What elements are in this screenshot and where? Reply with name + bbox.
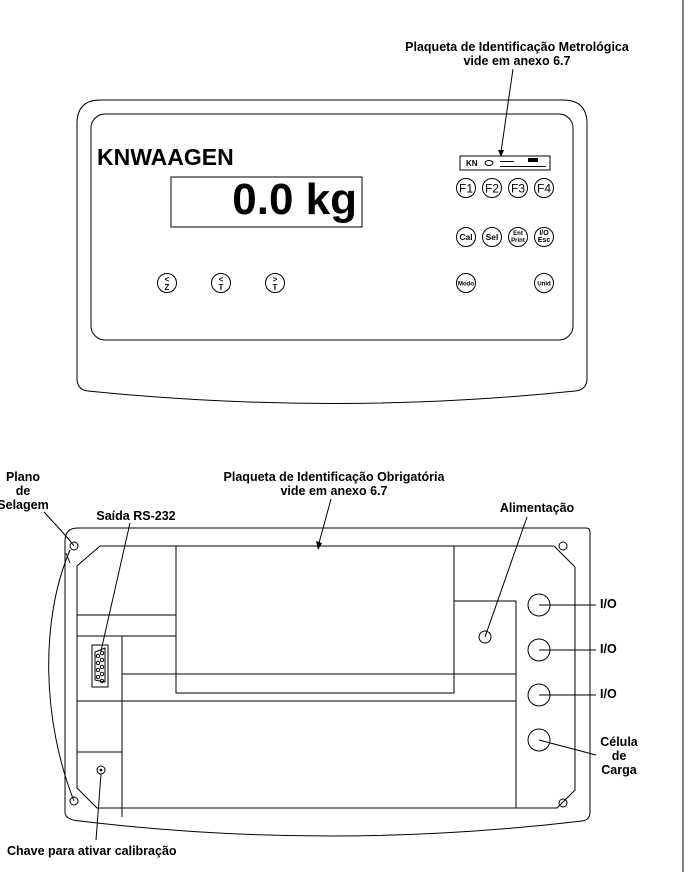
brand-logo: KNWAAGEN — [97, 144, 234, 170]
ent-print-button[interactable] — [508, 227, 528, 247]
rs232-label: Saída RS-232 — [96, 509, 175, 523]
zero-indicator-bottom: Z — [165, 283, 170, 292]
f4-button[interactable] — [534, 178, 554, 198]
load-cell-port — [527, 728, 551, 752]
weight-display-value: 0.0 kg — [232, 175, 357, 224]
calibration-label: Chave para ativar calibração — [7, 844, 177, 858]
metrological-plate-label-line2: vide em anexo 6.7 — [463, 54, 570, 68]
io-esc-button[interactable] — [534, 227, 554, 247]
f4-label: F4 — [537, 182, 551, 196]
screw-icon — [558, 541, 568, 551]
rear-outer-case — [64, 527, 591, 837]
mandatory-plate-label-line1: Plaqueta de Identificação Obrigatória — [224, 470, 446, 484]
io-label-2: I/O — [600, 642, 617, 656]
screw-icon — [69, 541, 79, 551]
status-indicators: < Z < T > T — [157, 273, 285, 293]
load-cell-label-line2: de — [612, 749, 627, 763]
f2-button[interactable] — [482, 178, 502, 198]
unid-label: Unid — [537, 282, 551, 288]
power-label: Alimentação — [500, 501, 575, 515]
load-cell-label-line3: Carga — [601, 763, 637, 777]
unid-button[interactable] — [534, 273, 554, 293]
sel-label: Sel — [486, 232, 499, 242]
rs232-leader — [100, 522, 131, 652]
tare-low-indicator-bottom: T — [219, 283, 224, 292]
metrological-plate-arrowhead — [498, 150, 504, 157]
power-leader — [484, 516, 528, 638]
screw-icon — [558, 798, 568, 808]
mandatory-plate-leader — [318, 498, 332, 544]
zero-indicator — [157, 273, 177, 293]
io-label: I/O — [539, 230, 549, 237]
f3-button[interactable] — [508, 178, 528, 198]
power-connector — [478, 630, 492, 644]
sealing-plane-label-line3: Selagem — [0, 498, 49, 512]
sel-button[interactable] — [482, 227, 502, 247]
screw-icon — [69, 796, 79, 806]
metrological-plate: KN — [459, 155, 551, 171]
f1-label: F1 — [459, 182, 473, 196]
tare-low-indicator — [211, 273, 231, 293]
modo-button[interactable] — [456, 273, 476, 293]
ent-label: Ent — [513, 231, 523, 237]
plate-brand: KN — [466, 159, 478, 168]
control-keys: Cal Sel Ent Print I/O Esc — [456, 227, 554, 247]
zero-indicator-top: < — [165, 275, 170, 284]
sealing-plane-leader — [43, 511, 75, 802]
tare-high-indicator-top: > — [273, 275, 278, 284]
mandatory-plate-label-line2: vide em anexo 6.7 — [280, 484, 387, 498]
front-panel — [90, 113, 574, 341]
front-outer-case — [76, 99, 588, 404]
rear-panel — [76, 545, 576, 809]
mandatory-plate-arrowhead — [316, 541, 322, 550]
tare-high-indicator — [265, 273, 285, 293]
mandatory-plate-area — [175, 545, 455, 675]
load-cell-label-line1: Célula — [600, 735, 639, 749]
f2-label: F2 — [485, 182, 499, 196]
sealing-plane-label-line1: Plano — [6, 470, 40, 484]
load-cell-leader — [538, 739, 597, 756]
metrological-plate-label-line1: Plaqueta de Identificação Metrológica — [405, 40, 630, 54]
inmetro-icon — [484, 160, 494, 166]
function-keys: F1 F2 F3 F4 — [456, 178, 554, 198]
tare-low-indicator-top: < — [219, 275, 224, 284]
calibration-leader — [95, 773, 102, 841]
rs232-connector — [91, 644, 109, 688]
esc-label: Esc — [538, 237, 551, 244]
metrological-plate-leader — [500, 68, 514, 153]
cal-button[interactable] — [456, 227, 476, 247]
sealing-plane-label-line2: de — [16, 484, 31, 498]
print-label: Print — [511, 238, 525, 244]
modo-label: Modo — [458, 282, 474, 288]
io-label-1: I/O — [600, 597, 617, 611]
cal-label: Cal — [459, 232, 472, 242]
f3-label: F3 — [511, 182, 525, 196]
weight-display — [170, 176, 363, 228]
tare-high-indicator-bottom: T — [273, 283, 278, 292]
io-label-3: I/O — [600, 687, 617, 701]
f1-button[interactable] — [456, 178, 476, 198]
